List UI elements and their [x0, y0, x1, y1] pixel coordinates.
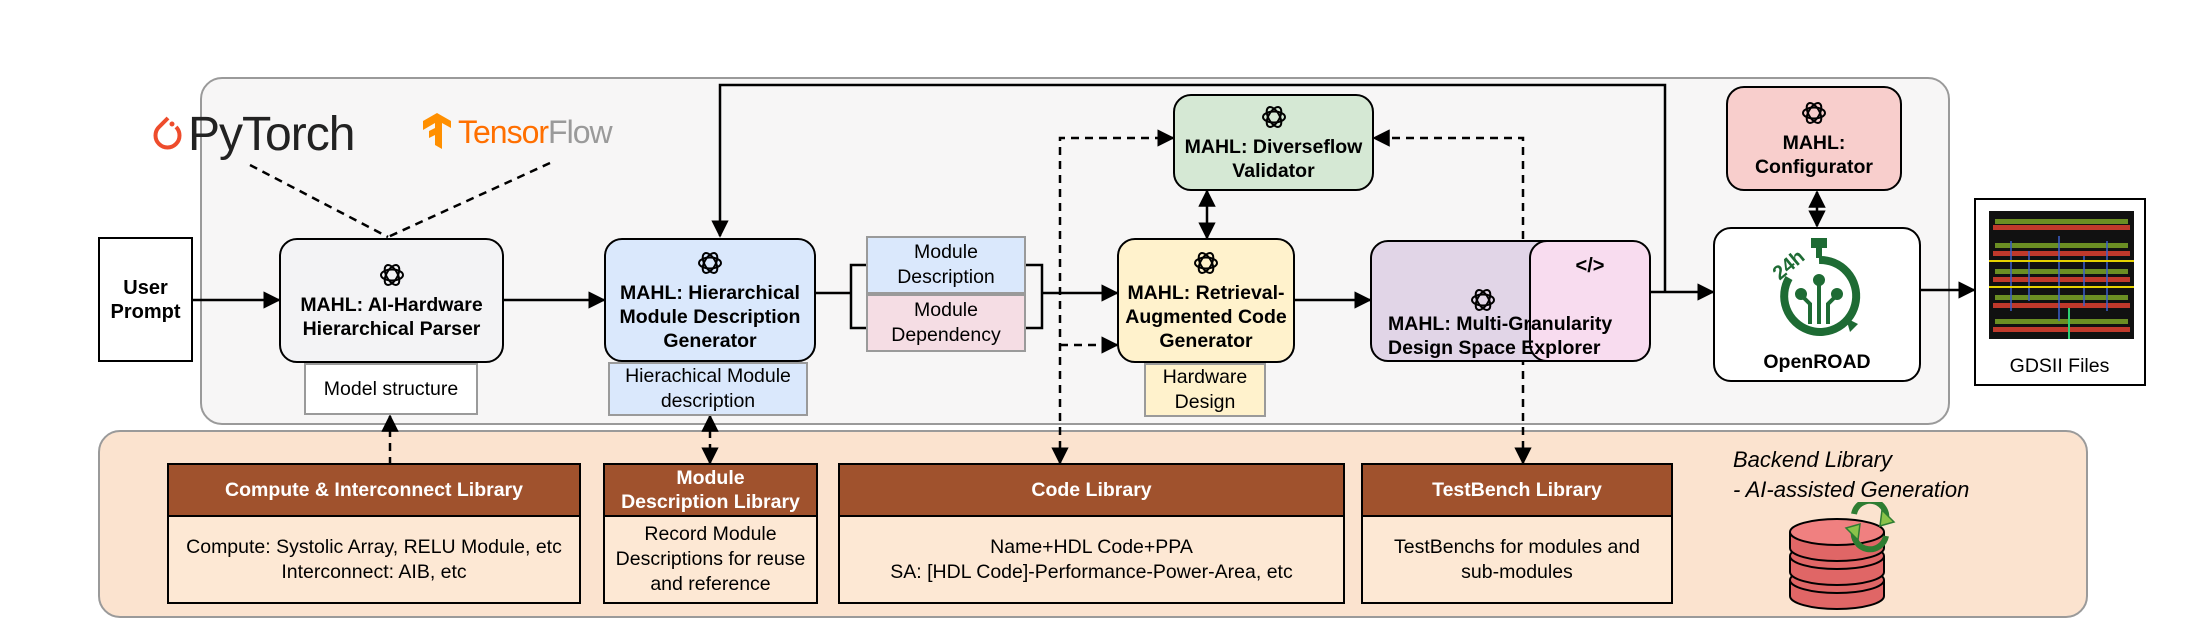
testbench-library-text: TestBenchs for modules and sub-modules — [1393, 535, 1641, 583]
module-dependency-box: Module Dependency — [866, 294, 1026, 352]
pytorch-flame-icon — [153, 116, 182, 150]
stopwatch-icon: 24h — [1769, 238, 1861, 336]
testbench-validator-link — [1372, 129, 1532, 465]
openai-icon — [1194, 252, 1218, 274]
user-prompt-box: User Prompt — [98, 237, 193, 362]
right-bracket — [1026, 263, 1044, 330]
tensorflow-label-a: Tensor — [458, 113, 549, 150]
pytorch-link — [249, 163, 389, 239]
mdg-node[interactable]: MAHL: Hierarchical Module Description Ge… — [604, 238, 816, 362]
hardware-design-label: Hardware Design — [1162, 366, 1248, 413]
code-icon: </> — [1575, 255, 1605, 277]
pytorch-label: PyTorch — [188, 107, 355, 161]
gdsii-layout-image — [1989, 211, 2134, 339]
code-library-header[interactable]: Code Library — [838, 463, 1345, 515]
testbench-library-title: TestBench Library — [1432, 479, 1602, 501]
explorer-label: MAHL: Multi-Granularity Design Space Exp… — [1388, 313, 1613, 359]
parser-node[interactable]: MAHL: AI-Hardware Hierarchical Parser — [279, 238, 504, 363]
hier-desc-label: Hierachical Module description — [625, 365, 791, 412]
gdsii-label: GDSII Files — [2009, 355, 2110, 377]
timer-label: 24h — [1769, 246, 1810, 285]
tensorflow-icon — [423, 113, 451, 149]
openroad-label: OpenROAD — [1763, 351, 1871, 373]
code-generator-node[interactable]: MAHL: Retrieval- Augmented Code Generato… — [1117, 238, 1295, 363]
openai-icon — [1471, 288, 1495, 311]
module-dependency-label: Module Dependency — [891, 299, 1001, 346]
validator-node[interactable]: MAHL: Diverseflow Validator — [1173, 94, 1374, 191]
left-bracket — [849, 263, 866, 330]
code-generator-label: MAHL: Retrieval- Augmented Code Generato… — [1125, 282, 1287, 352]
explorer-label-wrap: MAHL: Multi-Granularity Design Space Exp… — [1388, 288, 1638, 360]
tensorflow-label-b: Flow — [548, 113, 613, 150]
module-description-label: Module Description — [897, 241, 995, 288]
openai-icon — [379, 264, 404, 286]
compute-library-text: Compute: Systolic Array, RELU Module, et… — [186, 535, 562, 583]
database-icon[interactable] — [1782, 502, 1912, 612]
module-description-box: Module Description — [866, 236, 1026, 294]
code-library-body: Name+HDL Code+PPA SA: [HDL Code]-Perform… — [838, 515, 1345, 604]
compute-library-header[interactable]: Compute & Interconnect Library — [167, 463, 581, 515]
testbench-library-body: TestBenchs for modules and sub-modules — [1361, 515, 1673, 604]
compute-library-title: Compute & Interconnect Library — [225, 479, 523, 501]
validator-label: MAHL: Diverseflow Validator — [1184, 136, 1363, 182]
model-structure-box: Model structure — [304, 363, 478, 415]
hardware-design-box: Hardware Design — [1144, 363, 1266, 417]
gdsii-box: GDSII Files — [1974, 198, 2146, 386]
openai-icon — [698, 251, 722, 274]
pytorch-logo: PyTorch — [148, 106, 378, 162]
code-library-title: Code Library — [1031, 479, 1152, 501]
gdsii-label-wrap: GDSII Files — [1976, 355, 2143, 378]
module-desc-library-body: Record Module Descriptions for reuse and… — [603, 515, 818, 604]
configurator-node[interactable]: MAHL: Configurator — [1726, 86, 1902, 191]
model-structure-label: Model structure — [323, 377, 459, 400]
code-icon-box: </> — [1529, 240, 1651, 362]
openai-icon — [1261, 106, 1286, 128]
openai-icon — [1802, 102, 1826, 124]
configurator-label: MAHL: Configurator — [1754, 132, 1874, 178]
feedback-loop-arrow — [711, 83, 1667, 292]
parser-label: MAHL: AI-Hardware Hierarchical Parser — [300, 294, 483, 340]
backend-library-caption: Backend Library - AI-assisted Generation — [1733, 445, 2063, 505]
mdg-label: MAHL: Hierarchical Module Description Ge… — [619, 281, 801, 352]
testbench-library-header[interactable]: TestBench Library — [1361, 463, 1673, 515]
module-desc-library-title: Module Description Library — [621, 467, 800, 513]
tensorflow-link — [387, 161, 551, 239]
compute-library-body: Compute: Systolic Array, RELU Module, et… — [167, 515, 581, 604]
backend-library-subtitle: - AI-assisted Generation — [1733, 477, 1970, 502]
code-library-text: Name+HDL Code+PPA SA: [HDL Code]-Perform… — [890, 535, 1293, 583]
backend-library-title: Backend Library — [1733, 447, 1892, 472]
code-lib-validator-link — [1051, 129, 1175, 465]
hier-desc-box: Hierachical Module description — [608, 362, 808, 416]
module-desc-library-header[interactable]: Module Description Library — [603, 463, 818, 515]
user-prompt-label: User Prompt — [110, 276, 181, 323]
module-desc-library-text: Record Module Descriptions for reuse and… — [615, 523, 806, 595]
